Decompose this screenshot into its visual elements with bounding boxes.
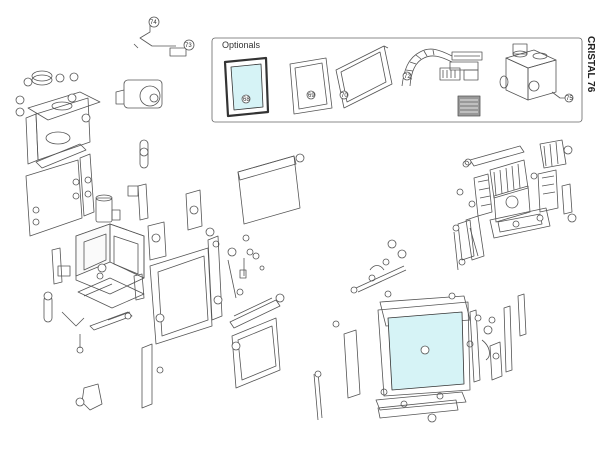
right-grille-assembly: [452, 139, 577, 271]
optional-ventilation-kit: 75: [499, 43, 574, 103]
callout-72: 72: [404, 74, 411, 80]
optionals-label: Optionals: [222, 40, 261, 50]
callout-74: 74: [150, 20, 157, 26]
callout-75: 75: [566, 96, 573, 102]
callout-70: 70: [341, 93, 348, 99]
center-door-frame: [149, 189, 285, 389]
optionals-panel: Optionals 68 69 70: [211, 37, 583, 123]
optional-angled-frame: 70: [335, 45, 393, 109]
spring-bar: [350, 239, 407, 294]
optional-flat-frame: 69: [289, 57, 333, 115]
callout-68: 68: [243, 97, 250, 103]
main-glass-door: [313, 290, 527, 423]
misc-small-parts: [242, 234, 265, 276]
callout-73: 73: [185, 43, 192, 49]
firebox: [43, 139, 149, 354]
brand-label: CRISTAL 76: [585, 36, 596, 93]
top-cover-panel: [237, 153, 305, 225]
callout-69: 69: [308, 93, 315, 99]
top-hood: [15, 70, 101, 169]
fan-assembly: 74 73: [115, 16, 195, 109]
side-panel-left: [25, 153, 95, 237]
optional-hose-kit: 72: [401, 48, 483, 117]
optional-glass-frame: 68: [223, 56, 270, 118]
small-parts-left: [51, 183, 167, 411]
